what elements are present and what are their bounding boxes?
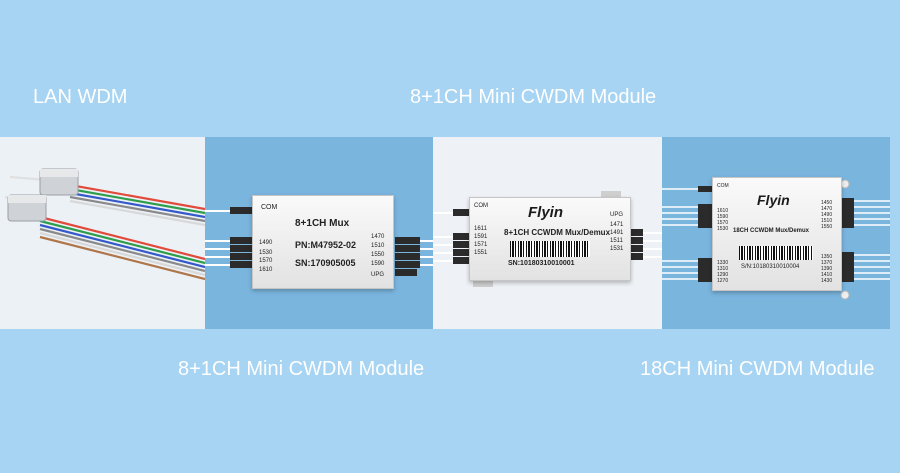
- mux-module-body: COM 8+1CH Mux PN:M47952-02 SN:170905005 …: [252, 195, 394, 289]
- fiber-leads: [205, 207, 433, 276]
- channel-label: 1471: [610, 222, 624, 228]
- channel-label: 1490: [259, 240, 273, 246]
- channel-label: 1470: [371, 234, 385, 240]
- barcode: [510, 241, 590, 257]
- serial-number: SN:170905005: [295, 258, 356, 268]
- caption-lan-wdm: LAN WDM: [33, 86, 128, 108]
- channel-label: 1510: [821, 218, 833, 224]
- channel-label: 1491: [610, 230, 624, 236]
- channel-label: 1490: [821, 212, 833, 218]
- com-label: COM: [717, 183, 729, 189]
- channel-label: 1310: [717, 266, 729, 272]
- module-title: 8+1CH Mux: [295, 218, 350, 229]
- serial-number: SN:10180310010001: [508, 260, 575, 267]
- channel-label: 1590: [371, 261, 385, 267]
- upg-label: UPG: [610, 212, 624, 218]
- lan-wdm-illustration: [4, 168, 205, 281]
- module-title: 8+1CH CCWDM Mux/Demux: [504, 228, 611, 237]
- caption-bottom-left: 8+1CH Mini CWDM Module: [178, 358, 425, 380]
- barcode: [739, 246, 813, 260]
- channel-label: 1570: [717, 220, 729, 226]
- caption-top: 8+1CH Mini CWDM Module: [410, 86, 657, 108]
- channel-label: 1430: [821, 278, 833, 284]
- module-18ch-panel: COM Flyin 18CH CCWDM Mux/Demux S/N:10180…: [662, 137, 890, 329]
- channel-label: 1511: [610, 238, 623, 244]
- channel-label: 1510: [371, 243, 385, 249]
- part-number: PN:M47952-02: [295, 240, 357, 250]
- channel-label: 1450: [821, 200, 833, 206]
- channel-label: 1270: [717, 278, 729, 284]
- channel-label: 1571: [474, 242, 488, 248]
- com-label: COM: [261, 204, 278, 211]
- channel-label: 1551: [474, 250, 488, 256]
- fiber-leads: [433, 191, 662, 287]
- channel-label: 1610: [259, 267, 273, 273]
- channel-label: 1591: [474, 234, 488, 240]
- channel-label: 1550: [371, 252, 385, 258]
- channel-label: 1390: [821, 266, 833, 272]
- serial-number: S/N:10180310010004: [741, 264, 800, 270]
- channel-label: 1570: [259, 258, 273, 264]
- brand-logo: Flyin: [528, 204, 564, 221]
- channel-label: 1611: [474, 226, 487, 232]
- channel-label: 1550: [821, 224, 833, 230]
- channel-label: 1531: [610, 246, 624, 252]
- channel-label: 1530: [717, 226, 729, 232]
- fiber-leads: [662, 179, 890, 300]
- module-18ch-body: COM Flyin 18CH CCWDM Mux/Demux S/N:10180…: [712, 177, 842, 291]
- channel-label: 1290: [717, 272, 729, 278]
- brand-logo: Flyin: [757, 192, 790, 208]
- module-title: 18CH CCWDM Mux/Demux: [733, 228, 810, 234]
- lan-wdm-photo: [0, 137, 205, 329]
- channel-label: 1470: [821, 206, 833, 212]
- com-label: COM: [474, 203, 488, 209]
- channel-label: 1590: [717, 214, 729, 220]
- caption-bottom-right: 18CH Mini CWDM Module: [640, 358, 875, 380]
- module-8plus1-mux-panel: COM 8+1CH Mux PN:M47952-02 SN:170905005 …: [205, 137, 433, 329]
- channel-label: 1350: [821, 254, 833, 260]
- channel-label: 1330: [717, 260, 729, 266]
- ccwdm-module-body: COM Flyin 8+1CH CCWDM Mux/Demux SN:10180…: [469, 197, 631, 281]
- channel-label: 1610: [717, 208, 729, 214]
- module-8plus1-ccwdm-panel: COM Flyin 8+1CH CCWDM Mux/Demux SN:10180…: [433, 137, 662, 329]
- channel-label: 1530: [259, 250, 273, 256]
- upg-label: UPG: [371, 272, 385, 278]
- channel-label: 1410: [821, 272, 833, 278]
- channel-label: 1370: [821, 260, 833, 266]
